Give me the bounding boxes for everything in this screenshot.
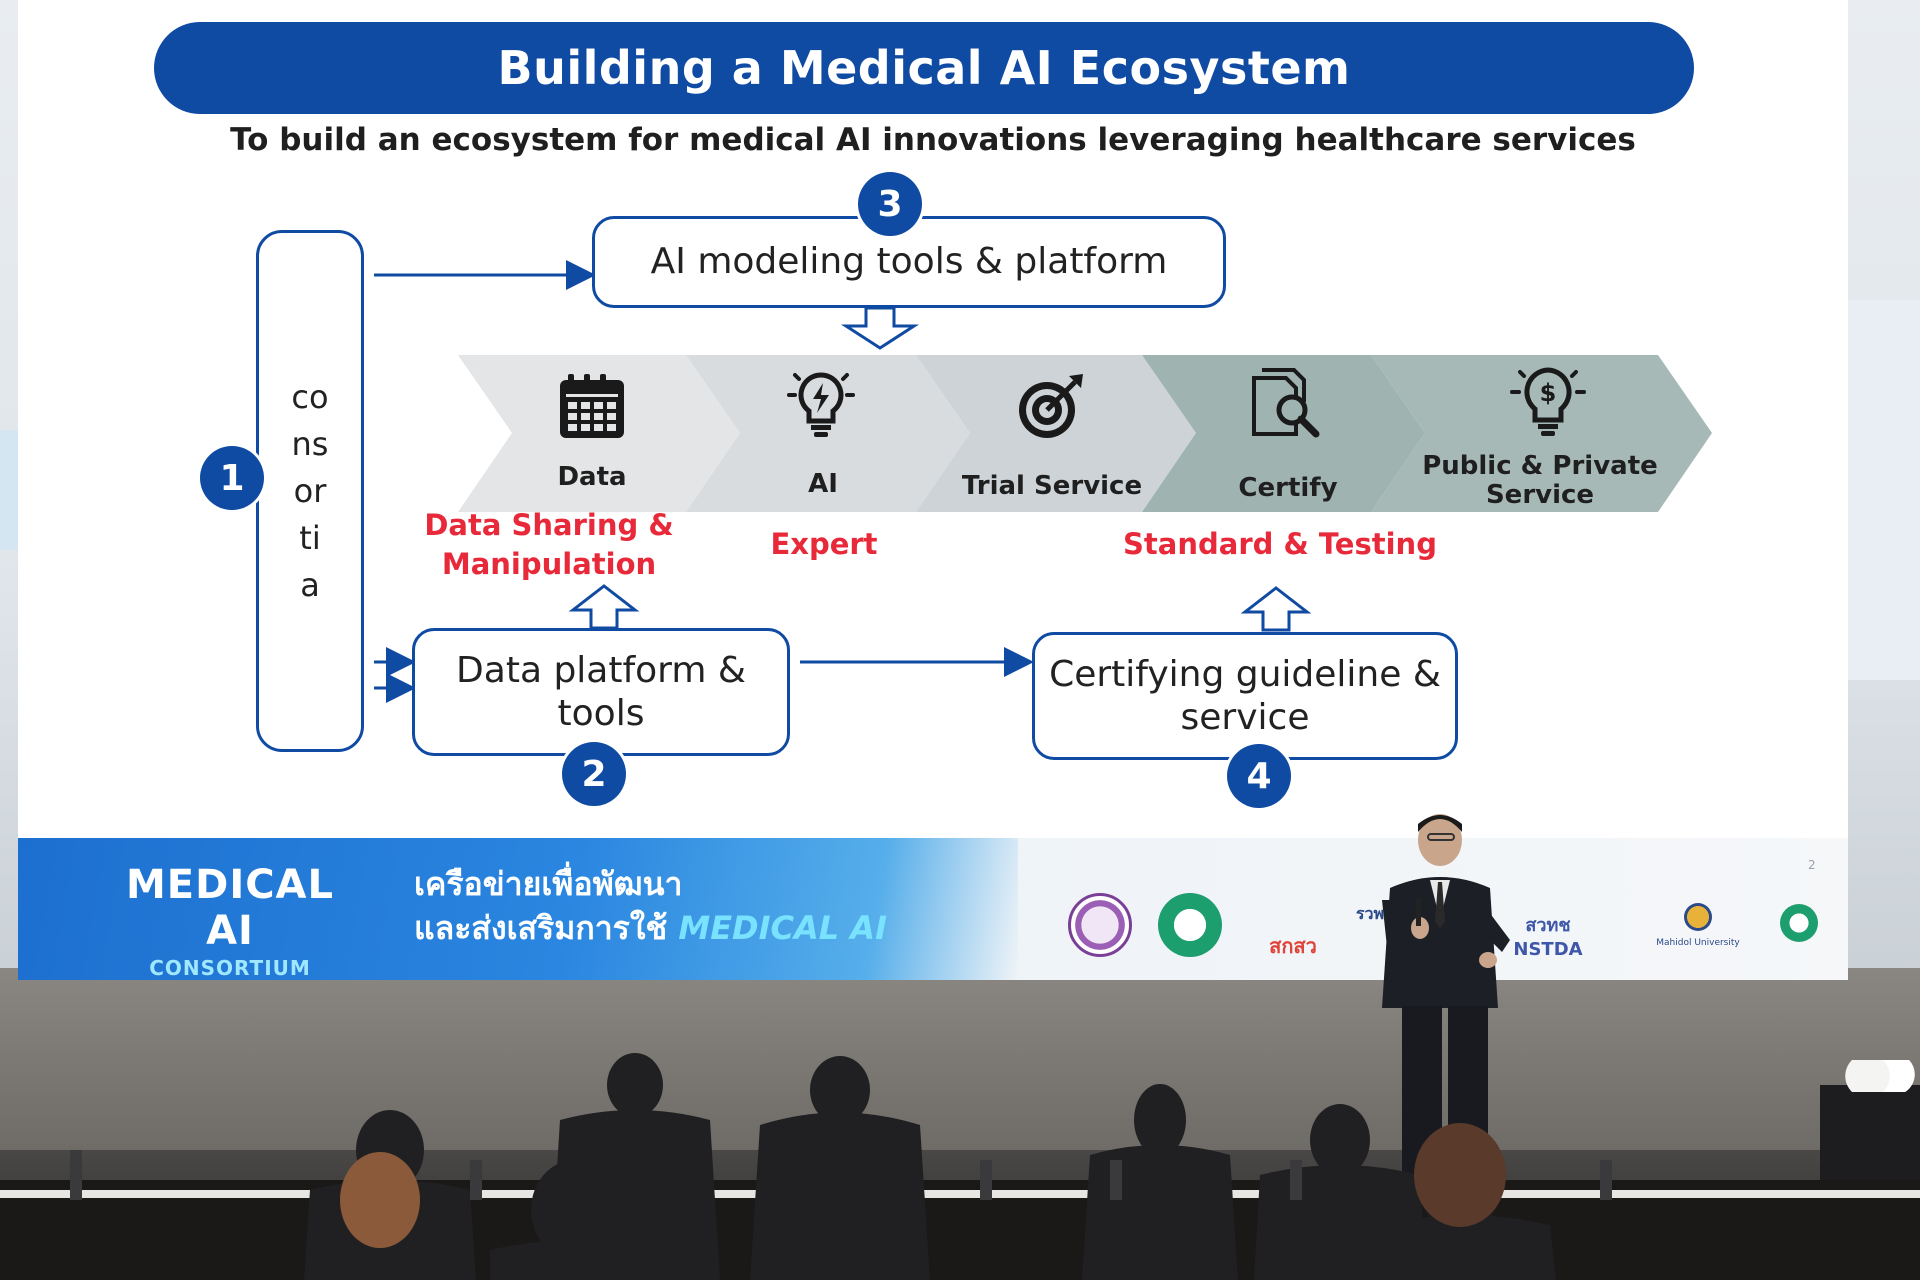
banner-thai-text: เครือข่ายเพื่อพัฒนา และส่งเสริมการใช้ ME… bbox=[414, 862, 934, 950]
nstda-logo: สวทช NSTDA bbox=[1513, 915, 1583, 960]
slide-page-number: 2 bbox=[1808, 858, 1816, 872]
consortia-box: consortia bbox=[256, 230, 364, 752]
ai-modeling-box: AI modeling tools & platform bbox=[592, 216, 1226, 308]
university-seal-logo bbox=[1068, 893, 1132, 957]
thai-line-2-accent: MEDICAL AI bbox=[678, 909, 887, 947]
mahidol-crest-icon bbox=[1684, 903, 1712, 931]
step-label-trial-service: Trial Service bbox=[961, 471, 1143, 501]
svg-text:$: $ bbox=[1540, 379, 1557, 407]
calendar-icon bbox=[560, 374, 624, 438]
step-label-data: Data bbox=[557, 462, 627, 492]
projected-slide: Building a Medical AI Ecosystem To build… bbox=[18, 0, 1848, 980]
brand-sub: CONSORTIUM bbox=[149, 956, 311, 980]
ai-modeling-label: AI modeling tools & platform bbox=[650, 241, 1168, 283]
side-screen-left bbox=[0, 430, 20, 550]
document-search-icon bbox=[1252, 368, 1320, 438]
tsri-logo: สกสว bbox=[1269, 934, 1317, 958]
hsri-logo: รวพ. bbox=[1355, 904, 1391, 923]
connector-arrows bbox=[374, 260, 1312, 703]
audience bbox=[0, 1053, 1920, 1280]
consortia-label: consortia bbox=[291, 377, 329, 604]
step-label-ai: AI bbox=[808, 469, 838, 499]
lightbulb-dollar-icon: $ bbox=[1510, 367, 1586, 436]
step-label-public-private: Public & Private Service bbox=[1422, 451, 1658, 510]
slide-title-bar: Building a Medical AI Ecosystem bbox=[154, 22, 1694, 114]
badge-1: 1 bbox=[200, 446, 264, 510]
chevron-ai bbox=[686, 355, 970, 512]
slide-title: Building a Medical AI Ecosystem bbox=[497, 41, 1351, 95]
slide-subtitle: To build an ecosystem for medical AI inn… bbox=[230, 122, 1636, 158]
health-dept-logo bbox=[1780, 904, 1818, 942]
banner-wave bbox=[18, 838, 1018, 980]
ministry-health-logo bbox=[1158, 893, 1222, 957]
banner-brand: MEDICAL AI CONSORTIUM bbox=[110, 862, 350, 980]
thai-line-1: เครือข่ายเพื่อพัฒนา bbox=[414, 865, 683, 903]
side-screen-right bbox=[1840, 300, 1920, 680]
brand-main: MEDICAL AI bbox=[125, 862, 334, 954]
mahidol-logo: Mahidol University bbox=[1656, 938, 1740, 948]
data-platform-label: Data platform & tools bbox=[456, 649, 746, 734]
badge-3: 3 bbox=[858, 172, 922, 236]
label-standard-testing: Standard & Testing bbox=[1123, 527, 1437, 561]
label-data-sharing: Data Sharing & Manipulation bbox=[424, 508, 674, 582]
certifying-box: Certifying guideline & service bbox=[1032, 632, 1458, 760]
target-icon bbox=[1019, 374, 1083, 438]
thai-line-2: และส่งเสริมการใช้ MEDICAL AI bbox=[414, 906, 934, 950]
certifying-label: Certifying guideline & service bbox=[1049, 653, 1441, 738]
step-label-certify: Certify bbox=[1238, 473, 1338, 503]
lightbulb-bolt-icon bbox=[787, 372, 855, 437]
label-expert: Expert bbox=[770, 527, 878, 561]
data-platform-box: Data platform & tools bbox=[412, 628, 790, 756]
thai-line-2-prefix: และส่งเสริมการใช้ bbox=[414, 909, 668, 947]
badge-2: 2 bbox=[562, 742, 626, 806]
badge-4: 4 bbox=[1227, 744, 1291, 808]
podium-flowers bbox=[1845, 1060, 1920, 1092]
